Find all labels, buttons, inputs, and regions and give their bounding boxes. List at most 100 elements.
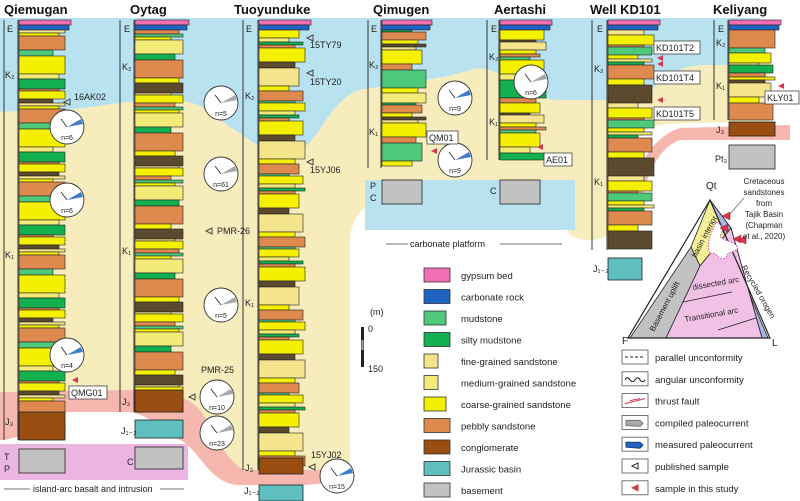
layer <box>728 96 760 104</box>
layer <box>499 102 541 114</box>
sample-15ty79: 15TY79 <box>310 40 342 50</box>
layer <box>18 171 60 177</box>
layer <box>381 92 427 104</box>
layer <box>134 92 172 96</box>
layer <box>607 54 639 60</box>
layer <box>728 102 774 121</box>
layer <box>258 286 300 306</box>
layer <box>18 161 60 165</box>
layer <box>18 292 60 299</box>
legend-label: gypsum bed <box>461 271 513 282</box>
measured-paleocurrent-icon <box>67 192 83 200</box>
unit-label: K₂ <box>122 62 132 72</box>
sample-kd101t5: KD101T5 <box>656 109 694 119</box>
published-sample-icon <box>305 158 314 166</box>
layer <box>134 331 184 347</box>
layer <box>258 37 290 43</box>
layer <box>134 112 184 128</box>
layer <box>18 254 66 270</box>
sample-15yj06: 15YJ06 <box>310 165 341 175</box>
legend-label: angular unconformity <box>655 375 744 386</box>
legend-item-lithology: fine-grained sandstone <box>423 353 558 369</box>
layer <box>728 52 772 64</box>
layer <box>18 248 66 253</box>
layer <box>134 369 176 376</box>
paleocurrent-rose: n=6 <box>49 109 85 145</box>
layer <box>607 207 645 212</box>
layer <box>134 301 184 313</box>
column-6 <box>713 19 782 121</box>
layer <box>18 327 66 343</box>
layer <box>381 116 427 121</box>
layer <box>607 134 639 139</box>
layer <box>607 119 655 129</box>
layer <box>18 146 54 153</box>
unit-label: E <box>371 24 377 34</box>
legend-item-symbol: angular unconformity <box>621 371 744 387</box>
unit-label: J₃ <box>5 417 14 427</box>
legend-label: thrust fault <box>655 397 700 408</box>
layer <box>607 29 645 36</box>
layer <box>499 19 553 26</box>
rose-count: n=9 <box>449 106 461 113</box>
layer <box>258 256 290 262</box>
scale-bar: (m) 0 150 <box>361 307 384 374</box>
layer <box>381 24 431 31</box>
layer <box>134 126 172 134</box>
layer <box>134 82 184 94</box>
measured-paleocurrent-icon <box>67 119 83 127</box>
rose-count: n=9 <box>449 168 461 175</box>
layer <box>18 24 70 31</box>
layer <box>258 394 304 404</box>
rose-count: n=10 <box>209 405 225 412</box>
layer <box>258 412 300 428</box>
layer <box>258 450 296 457</box>
layer <box>134 175 172 181</box>
layer <box>728 64 774 74</box>
layer <box>134 150 176 157</box>
layer <box>728 76 776 81</box>
layer <box>18 73 60 80</box>
basal-unit <box>18 411 66 441</box>
legend-item-symbol: thrust fault <box>621 393 700 409</box>
unit-label: K₁ <box>489 117 498 127</box>
layer <box>607 24 659 31</box>
layer <box>134 272 176 280</box>
layer <box>18 397 54 402</box>
layer <box>134 325 184 330</box>
unit-label: C <box>490 186 497 196</box>
layer <box>134 228 184 240</box>
sample-kd101t4: KD101T4 <box>656 73 694 83</box>
published-sample-icon <box>305 69 314 77</box>
paleocurrent-roses: n=6n=6n=4n=5n=61n=5n=10n=23n=15n=9n=6n=9 <box>49 64 549 494</box>
section-title-oytag: Oytag <box>130 2 167 17</box>
layer <box>607 64 655 80</box>
layer <box>134 345 172 353</box>
layer <box>258 187 306 192</box>
layer <box>499 129 537 134</box>
ternary-note: et al., 2020) <box>743 232 786 241</box>
layer <box>607 210 653 226</box>
layer <box>381 46 417 51</box>
annotations: island-arc basalt and intrusion carbonat… <box>4 239 562 494</box>
layer <box>258 266 306 282</box>
legend-swatch <box>423 439 451 455</box>
ternary-note: from <box>756 199 772 208</box>
published-sample-icon <box>62 98 71 106</box>
layer <box>134 351 184 371</box>
unit-label: E <box>246 24 252 34</box>
legend-item-symbol: compiled paleocurrent <box>621 414 749 430</box>
unit-label: J₃ <box>122 397 131 407</box>
layer <box>499 41 547 51</box>
legend-item-lithology: silty mudstone <box>423 332 522 347</box>
section-title-qiemugan: Qiemugan <box>4 2 68 17</box>
measured-paleocurrent-icon <box>455 90 471 98</box>
legend-swatch <box>423 310 447 326</box>
sample-kd101t2: KD101T2 <box>656 43 694 53</box>
sample-16ak02: 16AK02 <box>74 92 106 102</box>
layer <box>607 137 653 153</box>
layer <box>18 317 54 323</box>
layer <box>607 46 653 56</box>
legend-label: pebbly sandstone <box>461 422 535 433</box>
layer <box>607 78 645 86</box>
